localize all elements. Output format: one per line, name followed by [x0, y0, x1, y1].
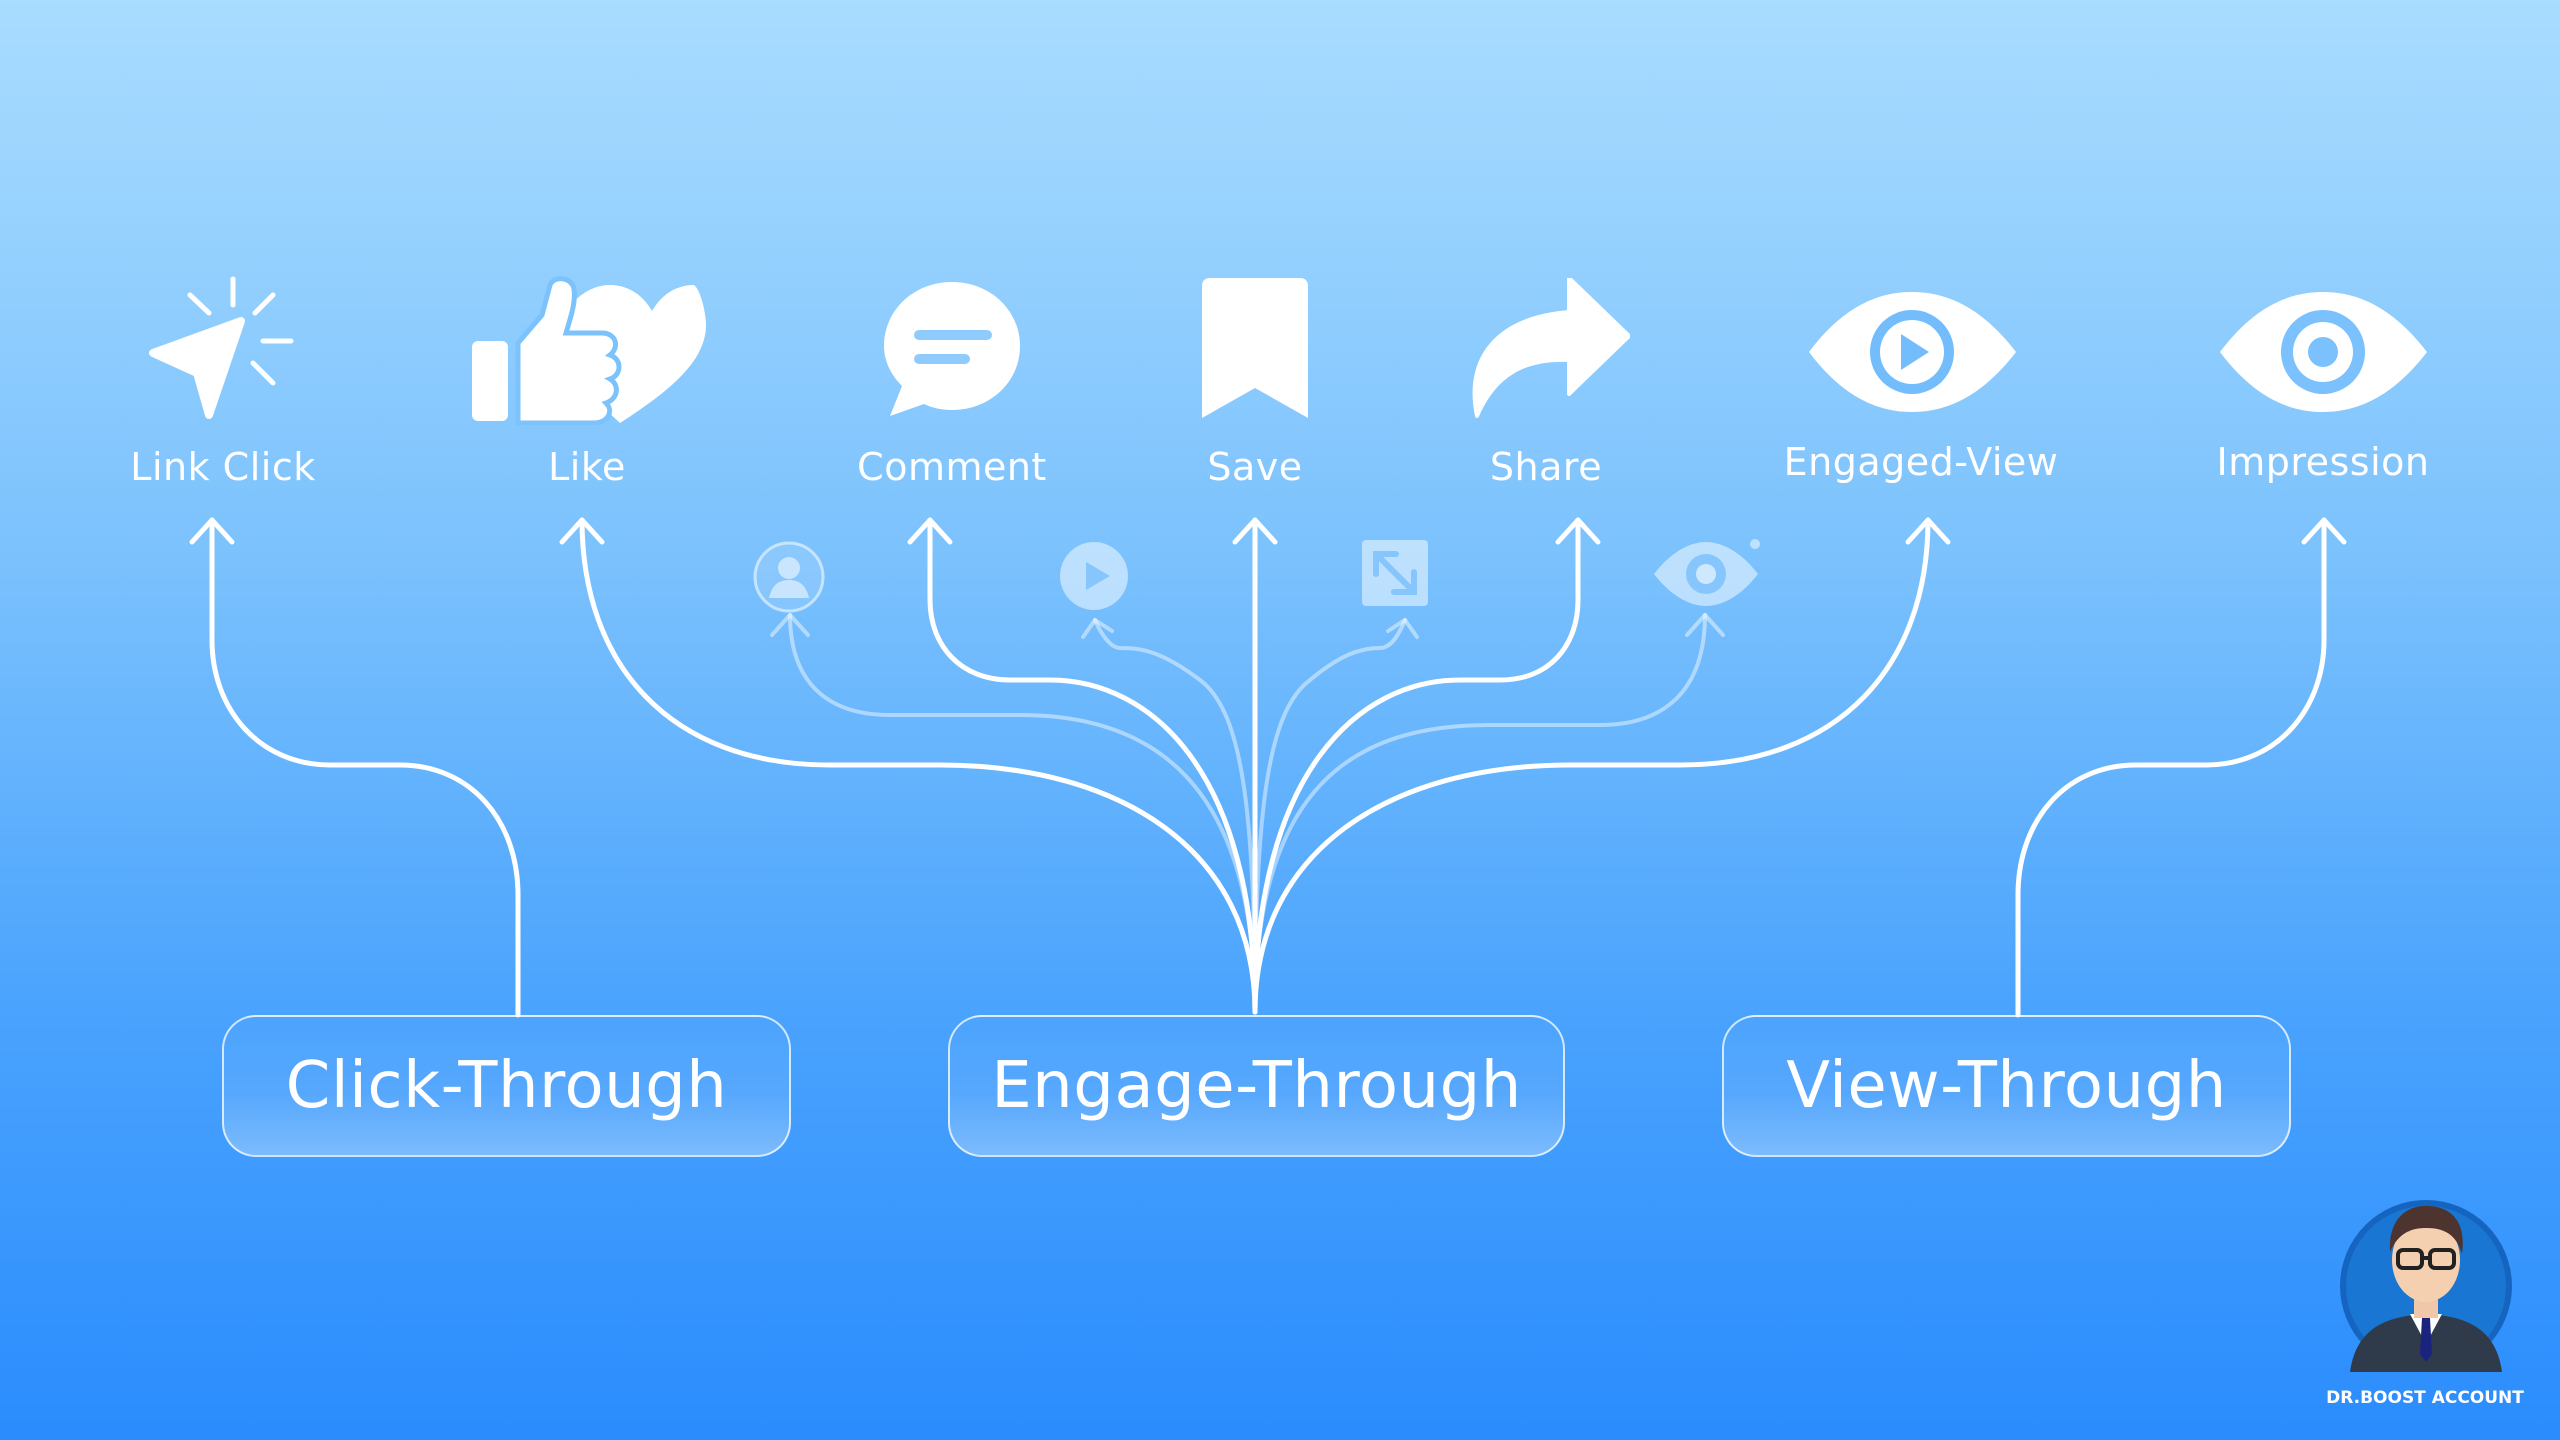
- cursor-click-icon: [149, 276, 294, 419]
- arrow-impression: [2301, 517, 2347, 545]
- arrow-like: [559, 517, 605, 545]
- thumbs-up-heart-icon: [472, 276, 706, 425]
- label-comment: Comment: [857, 445, 1047, 489]
- line-comment: [927, 517, 1258, 1015]
- arrow-link-click: [189, 517, 235, 545]
- category-engage-through: Engage-Through: [948, 1015, 1565, 1157]
- category-view-through-label: View-Through: [1786, 1049, 2227, 1123]
- label-save: Save: [1207, 445, 1303, 489]
- arrow-engaged-view: [1905, 517, 1951, 545]
- label-engaged-view: Engaged-View: [1783, 440, 2059, 484]
- branch-arrow-expand: [1386, 618, 1419, 639]
- line-click-through: [209, 517, 521, 1018]
- label-share: Share: [1489, 445, 1603, 489]
- profile-icon: [753, 541, 825, 613]
- play-icon: [1060, 542, 1128, 610]
- brand-avatar: [2340, 1200, 2512, 1372]
- eye-play-icon: [1809, 292, 2016, 412]
- line-like: [579, 517, 1258, 1015]
- label-like: Like: [548, 445, 626, 489]
- branch-line-play: [1093, 618, 1257, 1014]
- expand-icon: [1362, 540, 1428, 606]
- bookmark-icon: [1202, 278, 1308, 418]
- line-engaged-view: [1252, 517, 1931, 1015]
- line-view-through: [2015, 517, 2327, 1018]
- category-engage-through-label: Engage-Through: [991, 1049, 1522, 1123]
- branch-line-profile: [788, 613, 1257, 1014]
- label-link-click: Link Click: [130, 445, 316, 489]
- line-share: [1252, 517, 1581, 1015]
- label-impression: Impression: [2216, 440, 2430, 484]
- view-icon: [1654, 539, 1760, 606]
- share-arrow-icon: [1472, 278, 1630, 418]
- arrow-share: [1555, 517, 1601, 545]
- brand-name: DR.BOOST ACCOUNT: [2326, 1388, 2524, 1408]
- eye-icon: [2220, 292, 2427, 412]
- branch-arrow-play: [1081, 618, 1114, 639]
- category-view-through: View-Through: [1722, 1015, 2291, 1157]
- arrow-comment: [907, 517, 953, 545]
- comment-bubble-icon: [884, 282, 1020, 416]
- branch-arrow-view: [1685, 613, 1725, 637]
- arrow-save: [1232, 517, 1278, 545]
- category-click-through-label: Click-Through: [285, 1049, 728, 1123]
- branch-line-view: [1253, 613, 1707, 1014]
- branch-arrow-profile: [770, 613, 810, 637]
- category-click-through: Click-Through: [222, 1015, 791, 1157]
- branch-line-expand: [1253, 618, 1407, 1014]
